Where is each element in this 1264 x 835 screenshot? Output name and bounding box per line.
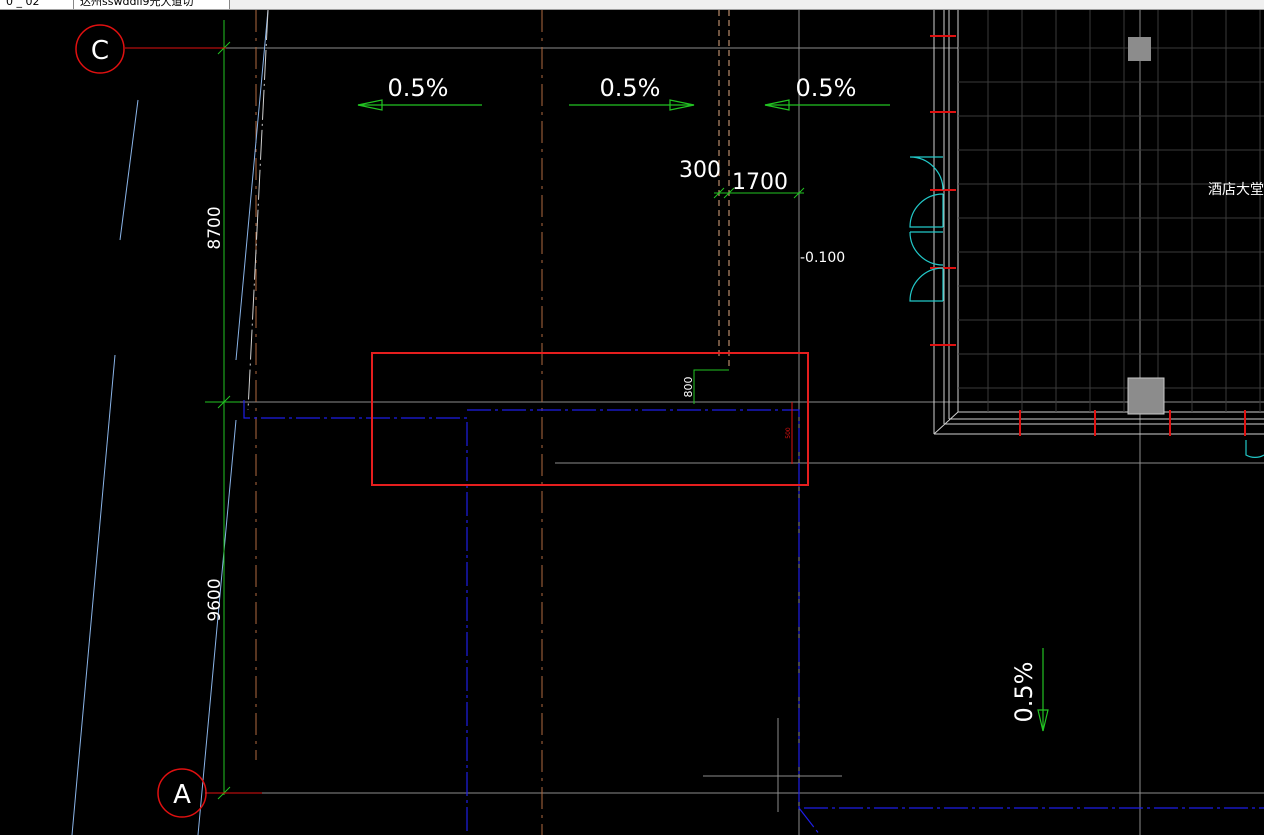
channel-end	[693, 369, 729, 404]
channel-lines	[718, 10, 730, 370]
axis-label-a: A	[173, 780, 191, 810]
structural-column	[1127, 377, 1165, 415]
svg-text:0.5%: 0.5%	[388, 74, 449, 102]
road-edge-lines	[71, 10, 269, 835]
horizontal-dimension	[713, 187, 805, 199]
dimension-lower-span: 9600	[205, 578, 225, 621]
edge-line	[247, 10, 269, 411]
slope-arrow-2: 0.5%	[569, 74, 695, 111]
slope-arrow-1: 0.5%	[357, 74, 482, 111]
dimension-tiny-mark: 500	[785, 427, 792, 439]
svg-text:0.5%: 0.5%	[1010, 662, 1038, 723]
room-label: 酒店大堂	[1208, 182, 1264, 198]
slope-arrow-3: 0.5%	[764, 74, 890, 111]
slope-arrow-4: 0.5%	[1010, 648, 1049, 732]
dimension-right-width: 1700	[732, 170, 788, 195]
svg-text:0.5%: 0.5%	[796, 74, 857, 102]
grid-lines	[125, 10, 1264, 835]
window-marks	[930, 35, 1246, 436]
drawing-tab-bar: 0 _ 02 达州sswddll9光大道切	[0, 0, 1264, 10]
svg-text:0.5%: 0.5%	[600, 74, 661, 102]
axis-bubble-c: C	[75, 24, 125, 74]
cad-drawing-canvas[interactable]: C A 8700 9600 0.5% 0.5% 0.5% 0.5%	[0, 10, 1264, 835]
dimension-upper-span: 8700	[205, 206, 225, 249]
drawing-tab[interactable]: 达州sswddll9光大道切	[74, 0, 230, 9]
highlight-rectangle[interactable]	[371, 352, 809, 486]
building-outline	[933, 10, 1264, 435]
structural-column	[1128, 37, 1151, 61]
dimension-small-offset: 800	[682, 377, 695, 398]
site-boundary	[243, 400, 1264, 835]
floor-tile-grid	[958, 10, 1264, 412]
axis-label-c: C	[91, 36, 109, 66]
elevation-label: -0.100	[800, 250, 845, 266]
axis-bubble-a: A	[157, 768, 207, 818]
dimension-left-width: 300	[679, 158, 721, 183]
drawing-tab[interactable]: 0 _ 02	[0, 0, 74, 9]
vertical-dimension	[205, 20, 240, 800]
door-swings	[909, 156, 1264, 459]
